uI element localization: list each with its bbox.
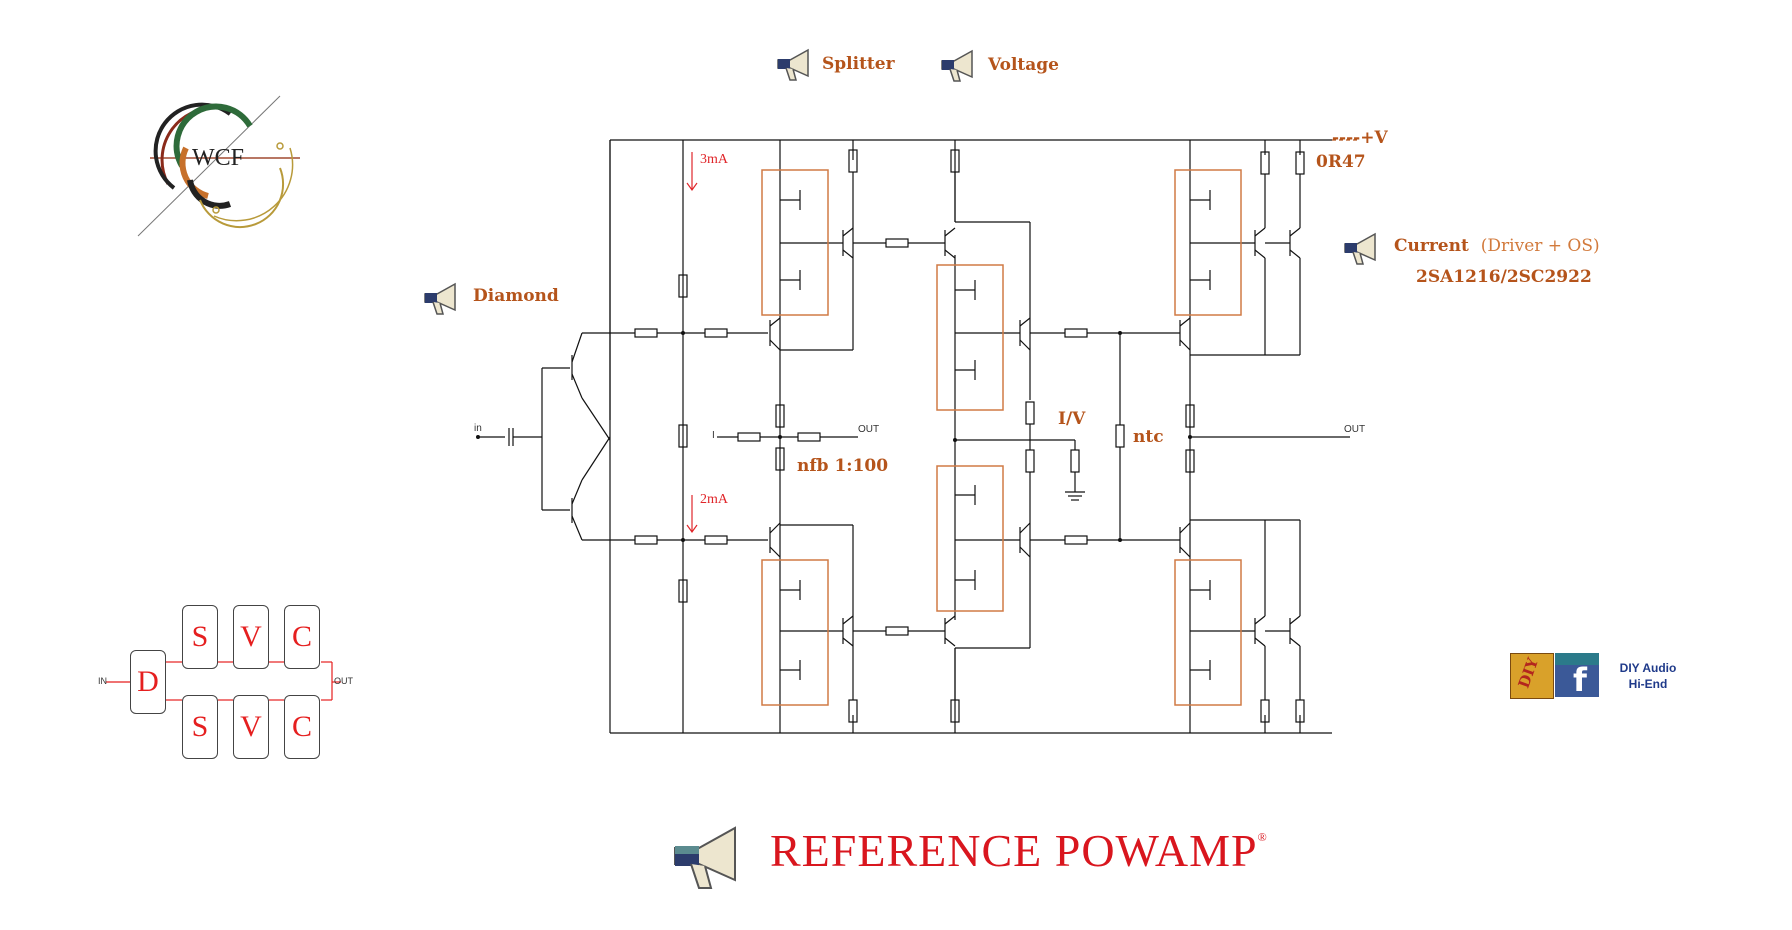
diy-badge-text: DIY [1514, 655, 1543, 691]
page-title: REFERENCE POWAMP® [770, 824, 1268, 877]
wcf-logo-text: WCF [192, 145, 245, 171]
block-bottom-c: C [284, 695, 320, 759]
out-mid-label: OUT [858, 424, 880, 435]
block-top-v: V [233, 605, 269, 669]
block-out-label: OUT [334, 676, 353, 686]
block-d: D [130, 650, 166, 714]
ntc-label: ntc [1133, 427, 1164, 447]
diy-audio-line1: DIY Audio [1619, 661, 1677, 675]
current-label: Current (Driver + OS) [1394, 236, 1600, 256]
registered-mark: ® [1257, 830, 1268, 844]
r047-label: 0R47 [1316, 152, 1366, 172]
facebook-icon[interactable]: f [1555, 653, 1599, 699]
diamond-speaker-icon [423, 282, 463, 320]
block-top-c: C [284, 605, 320, 669]
current-top-label: 3mA [700, 152, 728, 167]
voltage-speaker-icon [940, 49, 980, 87]
out-right-label: OUT [1344, 424, 1366, 435]
block-diagram-wires [106, 661, 341, 701]
iv-label: I/V [1058, 409, 1086, 429]
block-in-label: IN [98, 676, 107, 686]
current-speaker-icon [1343, 232, 1383, 270]
diy-badge-icon[interactable]: DIY [1510, 653, 1554, 699]
splitter-speaker-icon [776, 48, 816, 86]
i-input-label: I [712, 430, 715, 441]
splitter-label: Splitter [822, 54, 895, 74]
wcf-logo: WCF [130, 88, 305, 248]
voltage-label: Voltage [988, 55, 1059, 75]
current-label-main: Current [1394, 236, 1469, 256]
transistor-types: 2SA1216/2SC2922 [1416, 267, 1592, 287]
block-bottom-v: V [233, 695, 269, 759]
title-speaker-icon [668, 824, 754, 896]
diamond-label: Diamond [473, 286, 559, 306]
block-top-s: S [182, 605, 218, 669]
block-bottom-s: S [182, 695, 218, 759]
title-text: REFERENCE POWAMP [770, 825, 1258, 876]
plus-v-label: ----+V [1332, 128, 1388, 148]
current-bottom-label: 2mA [700, 492, 728, 507]
diy-audio-text: DIY Audio Hi-End [1603, 660, 1693, 692]
nfb-label: nfb 1:100 [797, 456, 889, 476]
diy-audio-line2: Hi-End [1628, 677, 1668, 691]
block-diagram: IN OUT D S V C S V C [96, 600, 366, 765]
wcf-logo-graphic [137, 95, 300, 237]
input-label: in [474, 423, 482, 434]
current-label-sub: (Driver + OS) [1480, 236, 1600, 256]
